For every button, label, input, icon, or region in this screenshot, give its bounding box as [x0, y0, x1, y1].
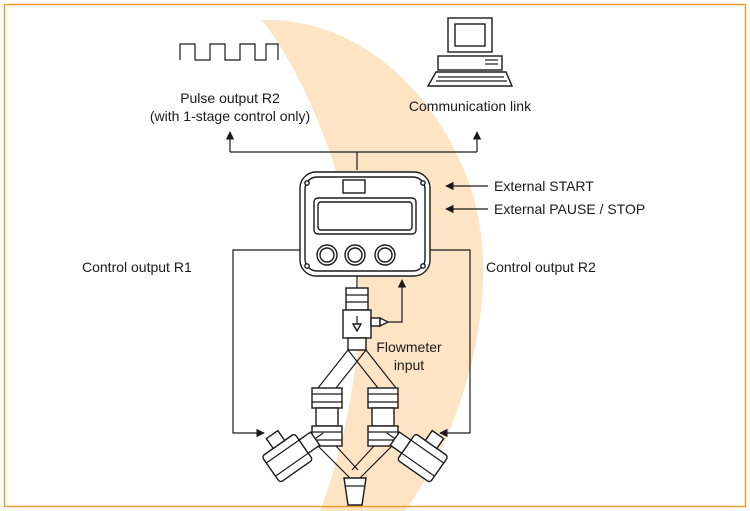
control-output-r1-line	[232, 249, 300, 438]
pulse-waveform-icon	[179, 43, 279, 61]
frame-border	[3, 3, 747, 508]
right-valve-icon	[386, 429, 448, 483]
controller-unit	[299, 171, 431, 277]
left-valve-icon	[262, 429, 324, 483]
control-output-r2-label: Control output R2	[486, 259, 596, 275]
external-start-label: External START	[494, 178, 594, 194]
computer-icon	[426, 17, 514, 87]
controller-indicator	[342, 179, 366, 194]
pulse-output-label: Pulse output R2	[180, 90, 280, 106]
pulse-output-sublabel: (with 1-stage control only)	[150, 108, 310, 124]
y-splitter	[311, 349, 399, 506]
control-output-r1-label: Control output R1	[82, 259, 192, 275]
flowmeter-label: Flowmeter	[376, 339, 442, 355]
flowmeter-icon	[342, 276, 390, 351]
communication-link-label: Communication link	[409, 98, 532, 114]
flowmeter-signal-arrow	[388, 279, 407, 323]
flowmeter-sublabel: input	[394, 357, 424, 373]
control-output-r2-line	[430, 249, 471, 438]
controller-display	[313, 197, 417, 235]
external-pause-stop-label: External PAUSE / STOP	[494, 201, 645, 217]
